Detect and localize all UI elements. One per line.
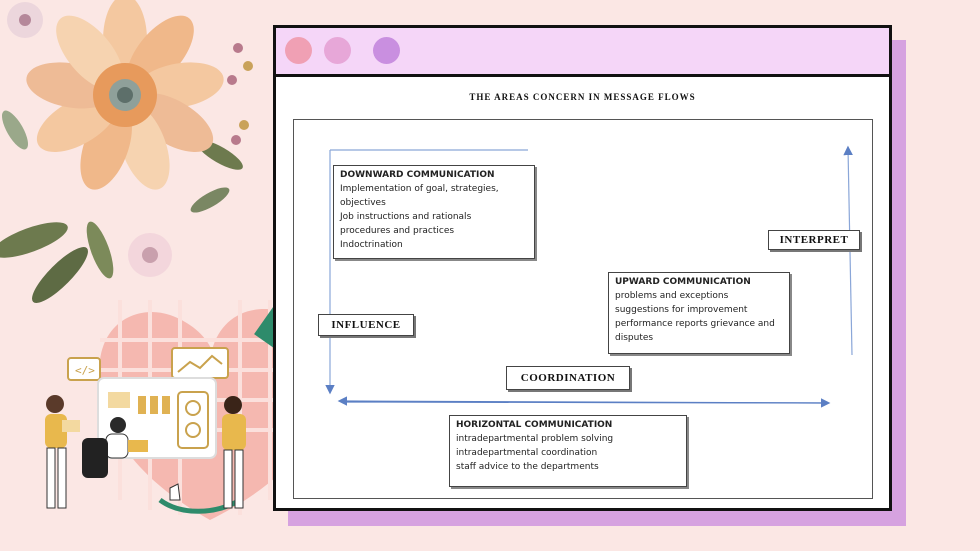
downward-line: Indoctrination [340, 240, 403, 250]
code-icon [67, 357, 101, 381]
horizontal-line: staff advice to the departments [456, 462, 599, 472]
horizontal-heading: HORIZONTAL COMMUNICATION [456, 420, 613, 430]
downward-box: DOWNWARD COMMUNICATION Implementation of… [333, 165, 535, 259]
downward-line: Implementation of goal, strategies, [340, 184, 499, 194]
downward-line: Job instructions and rationals [340, 212, 472, 222]
svg-text:</>: </> [75, 364, 95, 377]
upward-heading: UPWARD COMMUNICATION [615, 277, 751, 287]
horizontal-line: intradepartmental problem solving [456, 434, 614, 444]
horizontal-line: intradepartmental coordination [456, 448, 598, 458]
team-illustration: </> [45, 347, 246, 509]
diagram-frame [293, 119, 873, 499]
downward-line: procedures and practices [340, 226, 455, 236]
window-dot-1[interactable] [285, 37, 312, 64]
influence-label: INFLUENCE [318, 314, 414, 336]
upward-line: disputes [615, 333, 654, 343]
window-dot-2[interactable] [324, 37, 351, 64]
upward-line: suggestions for improvement [615, 305, 748, 315]
flower-decoration [0, 0, 253, 303]
downward-heading: DOWNWARD COMMUNICATION [340, 170, 495, 180]
diagram-area: THE AREAS CONCERN IN MESSAGE FLOWS [276, 74, 889, 508]
downward-line: objectives [340, 198, 386, 208]
upward-box: UPWARD COMMUNICATION problems and except… [608, 272, 790, 354]
decoration-art: </> [0, 0, 330, 520]
window-dot-3[interactable] [373, 37, 400, 64]
horizontal-box: HORIZONTAL COMMUNICATION intradepartment… [449, 415, 687, 487]
upward-line: problems and exceptions [615, 291, 729, 301]
coordination-label: COORDINATION [506, 366, 630, 390]
window-title-bar [276, 28, 889, 77]
upward-line: performance reports grievance and [615, 319, 775, 329]
interpret-label: INTERPRET [768, 230, 860, 250]
diagram-title: THE AREAS CONCERN IN MESSAGE FLOWS [469, 92, 696, 102]
